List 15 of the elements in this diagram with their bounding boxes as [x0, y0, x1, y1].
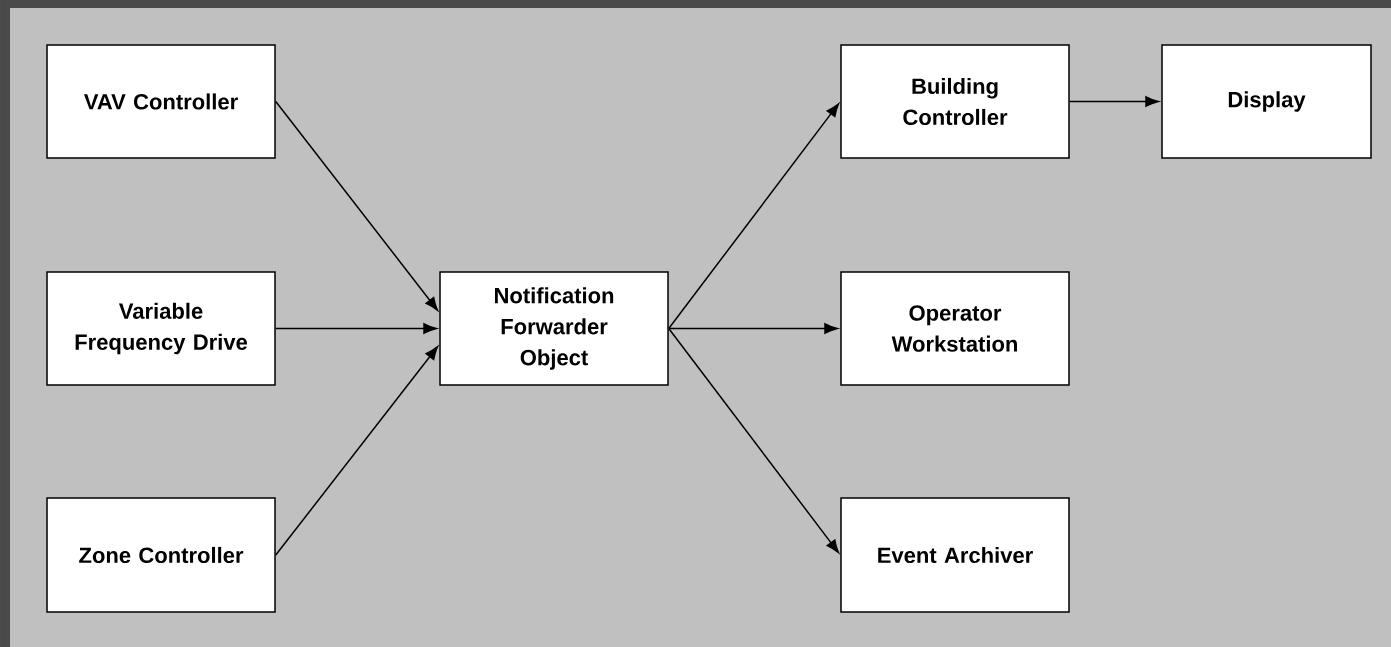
arrow	[275, 100, 439, 311]
arrow	[275, 323, 437, 334]
process-box: VAV Controller	[46, 44, 276, 159]
arrow	[1069, 96, 1159, 107]
process-box: Zone Controller	[46, 497, 276, 613]
process-box: Notification Forwarder Object	[439, 271, 669, 386]
process-box: Event Archiver	[840, 497, 1070, 613]
arrow	[668, 327, 840, 554]
arrow	[668, 323, 838, 334]
process-box: Building Controller	[840, 44, 1070, 159]
process-box: Display	[1161, 44, 1372, 159]
process-box: Operator Workstation	[840, 271, 1070, 386]
process-box: Variable Frequency Drive	[46, 271, 276, 386]
arrow	[275, 346, 439, 556]
arrow	[668, 103, 840, 330]
